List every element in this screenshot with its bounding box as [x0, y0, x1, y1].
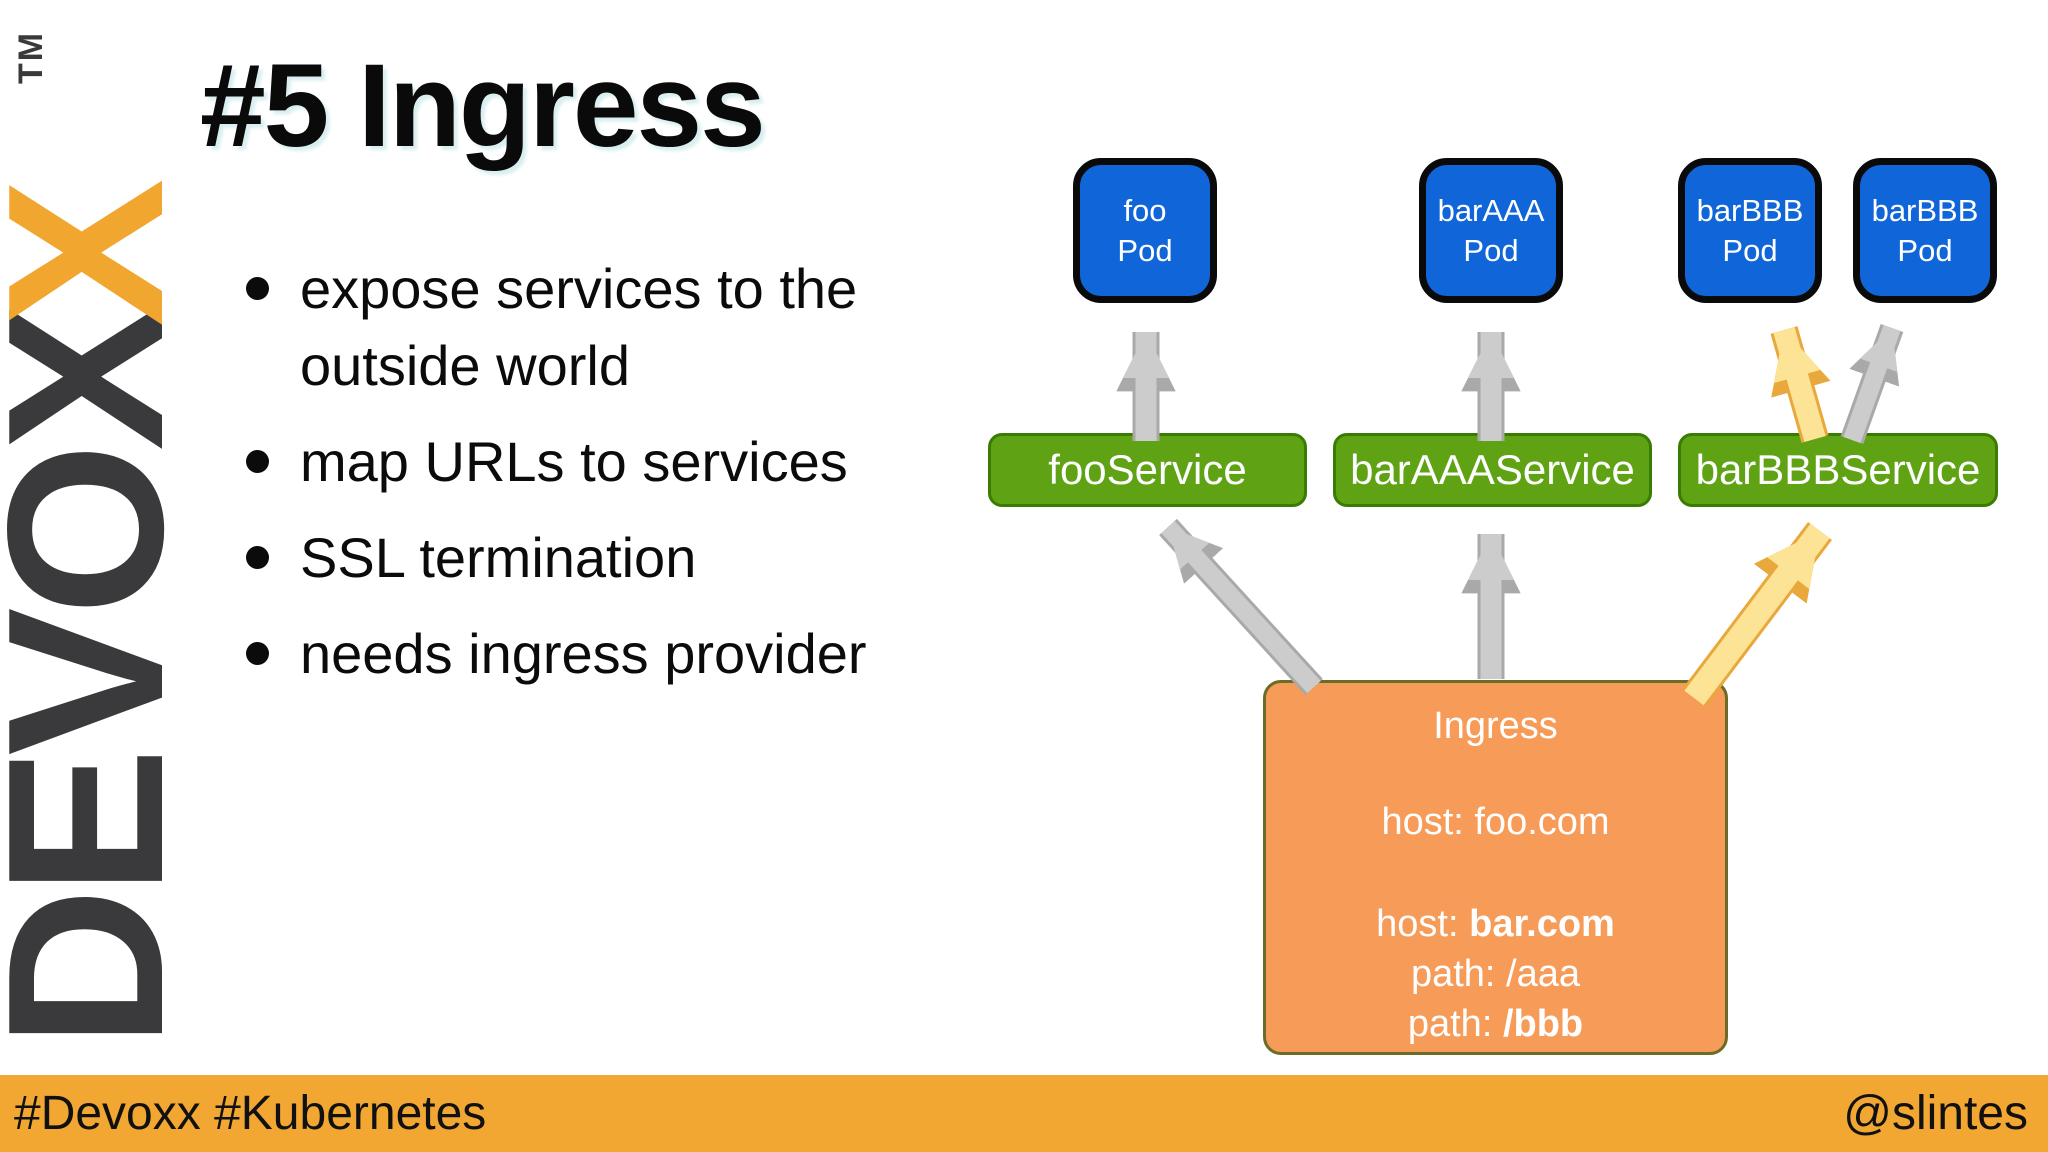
- pod-type: Pod: [1463, 232, 1519, 268]
- logo-letter-x2: X: [0, 187, 210, 327]
- footer-hashtags: #Devoxx #Kubernetes: [14, 1087, 487, 1140]
- node-barbbb-pod-2: barBBB Pod: [1853, 158, 1997, 303]
- service-label: barAAAService: [1350, 446, 1635, 493]
- devoxx-logo: DEVOXX: [0, 187, 210, 1048]
- bullet-ingress-provider: needs ingress provider: [246, 615, 980, 692]
- arrow-barbbbservice-to-barbbbpod2: [1840, 323, 1904, 445]
- arrow-ingress-to-fooservice: [1159, 518, 1323, 696]
- node-foo-pod: foo Pod: [1073, 158, 1217, 303]
- node-foo-service: fooService: [988, 433, 1307, 507]
- arrow-barbbbservice-to-barbbbpod1: [1770, 326, 1831, 443]
- pod-name: barAAA: [1437, 192, 1545, 228]
- pod-type: Pod: [1722, 232, 1778, 268]
- service-label: barBBBService: [1695, 446, 1981, 493]
- ingress-path-bbb-bold: /bbb: [1502, 1003, 1584, 1045]
- bullet-ssl-termination: SSL termination: [246, 519, 980, 596]
- logo-letter-e: E: [0, 756, 210, 896]
- node-ingress: Ingress host: foo.com host: bar.com path…: [1263, 680, 1728, 1055]
- ingress-rule-path-aaa: path: /aaa: [1410, 953, 1581, 995]
- bullet-expose-services: expose services to the outside world: [246, 250, 980, 404]
- logo-letter-d: D: [0, 896, 210, 1048]
- pod-name: barBBB: [1871, 192, 1979, 228]
- node-baraaa-service: barAAAService: [1333, 433, 1652, 507]
- page-title: #5 Ingress: [200, 40, 766, 172]
- ingress-rule-bar-host: host: bar.com: [1376, 903, 1615, 945]
- logo-letter-x1: X: [0, 311, 210, 451]
- pod-type: Pod: [1117, 232, 1173, 268]
- ingress-rule-foo-host: host: foo.com: [1381, 801, 1610, 843]
- node-baraaa-pod: barAAA Pod: [1419, 158, 1563, 303]
- arrow-ingress-to-barbbbservice: [1682, 521, 1832, 708]
- node-barbbb-service: barBBBService: [1678, 433, 1998, 507]
- ingress-title: Ingress: [1433, 705, 1558, 747]
- logo-letter-v: V: [0, 616, 210, 756]
- bullet-list: expose services to the outside world map…: [246, 250, 980, 711]
- pod-type: Pod: [1897, 232, 1953, 268]
- service-label: fooService: [1048, 446, 1247, 493]
- devoxx-trademark-label: TM: [12, 30, 50, 84]
- ingress-bar-host-bold: bar.com: [1469, 903, 1615, 945]
- bullet-map-urls: map URLs to services: [246, 423, 980, 500]
- ingress-rule-path-bbb: path: /bbb: [1407, 1003, 1584, 1045]
- logo-letter-o: O: [0, 451, 210, 616]
- pod-name: barBBB: [1696, 192, 1804, 228]
- pod-name: foo: [1123, 192, 1167, 228]
- footer-twitter-handle: @slintes: [1843, 1087, 2028, 1140]
- footer-bar: #Devoxx #Kubernetes @slintes: [0, 1075, 2048, 1152]
- node-barbbb-pod-1: barBBB Pod: [1678, 158, 1822, 303]
